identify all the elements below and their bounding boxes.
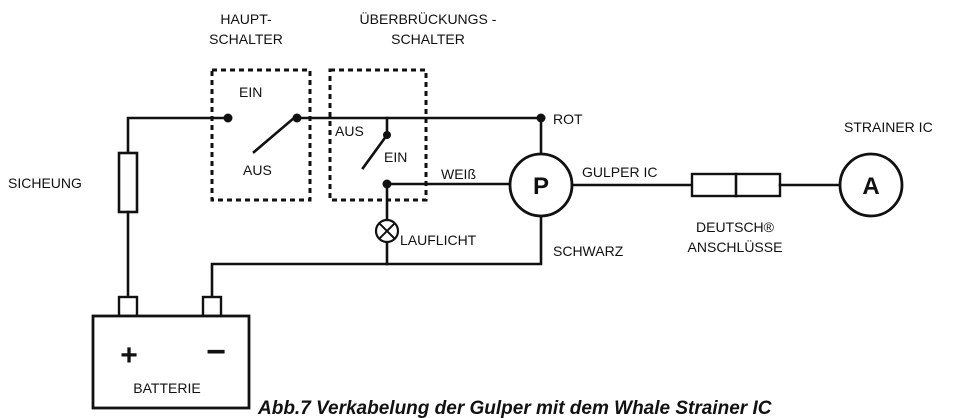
bypass-switch-title-line2: SCHALTER [391,31,465,47]
sensor-symbol-letter: A [862,173,879,200]
main-switch-off-label: AUS [243,162,272,178]
white-wire-label: WEIß [441,166,476,182]
battery-label: BATTERIE [133,380,200,396]
figure-caption: Abb.7 Verkabelung der Gulper mit dem Wha… [257,398,772,418]
sensor-symbol [838,152,904,218]
bypass-switch-off-label: AUS [335,123,364,139]
bypass-switch-on-label: EIN [384,149,407,165]
fuse-symbol [117,151,139,214]
battery-plus-sign: + [120,339,138,372]
bypass-switch-box [328,68,428,202]
bypass-switch-title-line1: ÜBERBRÜCKUNGS - [360,10,497,27]
run-light-cross [378,222,396,240]
main-switch-title-line2: SCHALTER [209,31,283,47]
battery-minus-terminal [201,295,223,318]
fuse-label: SICHEUNG [8,175,82,191]
battery-minus-sign: − [206,333,226,371]
wire-black [210,212,543,299]
wire-fuse-to-main-switch [126,116,230,155]
run-light-label: LAUFLICHT [400,232,477,248]
pump-label: GULPER IC [582,164,657,180]
battery-plus-terminal [117,295,139,318]
pump-symbol-letter: P [533,173,549,200]
red-wire-label: ROT [553,111,583,127]
connector-label-line1: DEUTSCH® [696,219,775,235]
main-switch-lever [252,116,296,154]
main-switch-title-line1: HAUPT- [220,11,272,27]
sensor-label: STRAINER IC [844,119,933,135]
main-switch-contact-left [223,113,233,123]
bypass-switch-lever [361,133,389,170]
main-switch-box [210,68,312,202]
black-wire-label: SCHWARZ [553,243,624,259]
connector-label-line2: ANSCHLÜSSE [688,238,783,255]
battery-symbol [91,314,251,410]
main-switch-on-label: EIN [239,84,262,100]
